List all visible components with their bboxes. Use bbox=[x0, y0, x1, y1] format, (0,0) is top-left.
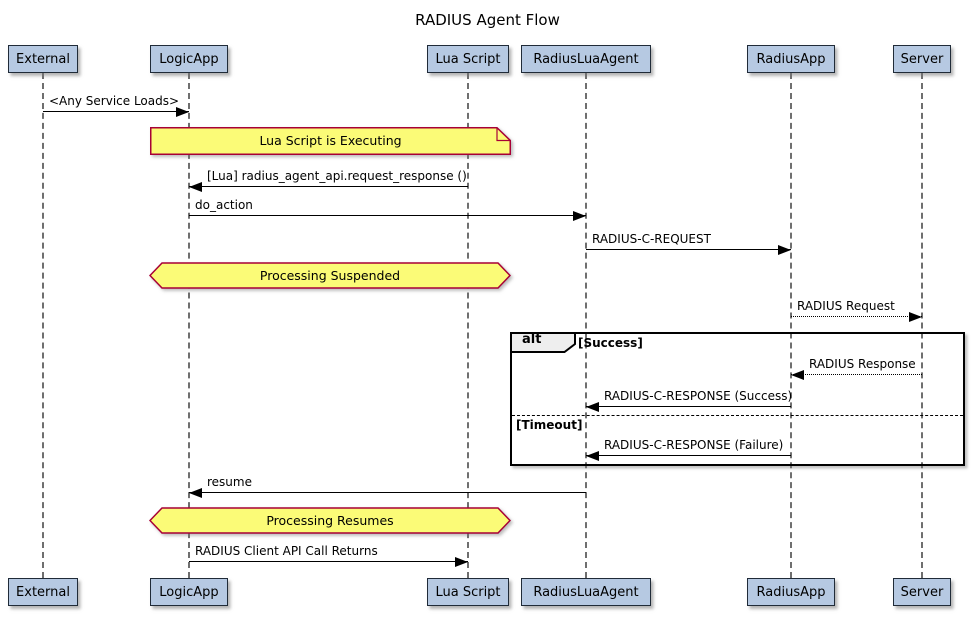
participant-external-top: External bbox=[8, 45, 78, 73]
message-line bbox=[43, 111, 189, 112]
note-shape-icon bbox=[150, 127, 511, 155]
message-label: RADIUS-C-RESPONSE (Success) bbox=[604, 389, 793, 403]
alt-divider bbox=[512, 415, 963, 416]
arrowhead-right-icon bbox=[455, 557, 468, 567]
lifeline-lua-script bbox=[467, 73, 469, 578]
arrowhead-left-icon bbox=[586, 402, 599, 412]
participant-lua-script-top: Lua Script bbox=[427, 45, 509, 73]
lifeline-radiusluaagent bbox=[585, 73, 587, 578]
note-label: Processing Suspended bbox=[259, 267, 401, 283]
message-line bbox=[791, 374, 922, 375]
participant-server-top: Server bbox=[893, 45, 951, 73]
arrowhead-right-icon bbox=[778, 245, 791, 255]
message-label: [Lua] radius_agent_api.request_response … bbox=[207, 169, 467, 183]
participant-lua-script-bottom: Lua Script bbox=[427, 578, 509, 606]
message-line bbox=[189, 215, 586, 216]
participant-radiusapp-bottom: RadiusApp bbox=[747, 578, 835, 606]
arrowhead-left-icon bbox=[791, 370, 804, 380]
participant-radiusluaagent-bottom: RadiusLuaAgent bbox=[521, 578, 651, 606]
arrowhead-right-icon bbox=[176, 107, 189, 117]
message-line bbox=[586, 455, 791, 456]
alt-combined-fragment: alt [Success] [Timeout] bbox=[510, 332, 965, 466]
arrowhead-left-icon bbox=[586, 451, 599, 461]
message-label: RADIUS Client API Call Returns bbox=[195, 544, 378, 558]
diagram-title: RADIUS Agent Flow bbox=[415, 11, 560, 29]
message-line bbox=[189, 561, 468, 562]
participant-server-bottom: Server bbox=[893, 578, 951, 606]
arrowhead-left-icon bbox=[189, 182, 202, 192]
lifeline-logicapp bbox=[188, 73, 190, 578]
participant-radiusluaagent-top: RadiusLuaAgent bbox=[521, 45, 651, 73]
message-line bbox=[586, 406, 791, 407]
participant-logicapp-top: LogicApp bbox=[150, 45, 228, 73]
message-line bbox=[189, 492, 586, 493]
alt-guard-success: [Success] bbox=[578, 336, 643, 350]
note-label: Processing Resumes bbox=[266, 512, 394, 528]
message-label: RADIUS Response bbox=[809, 357, 916, 371]
message-label: RADIUS-C-RESPONSE (Failure) bbox=[604, 438, 784, 452]
participant-logicapp-bottom: LogicApp bbox=[150, 578, 228, 606]
message-label: <Any Service Loads> bbox=[49, 94, 180, 108]
message-label: do_action bbox=[195, 198, 253, 212]
message-label: resume bbox=[207, 475, 252, 489]
lifeline-radiusapp bbox=[790, 73, 792, 578]
message-label: RADIUS Request bbox=[797, 299, 895, 313]
participant-external-bottom: External bbox=[8, 578, 78, 606]
message-line bbox=[791, 316, 922, 317]
lifeline-server bbox=[921, 73, 923, 578]
hexagon-shape-icon bbox=[149, 262, 511, 289]
arrowhead-right-icon bbox=[909, 312, 922, 322]
note-processing-resumes: Processing Resumes bbox=[149, 507, 511, 534]
message-line bbox=[189, 186, 468, 187]
pentagon-shape-icon bbox=[510, 332, 576, 353]
note-lua-script-executing: Lua Script is Executing bbox=[150, 127, 511, 155]
participant-radiusapp-top: RadiusApp bbox=[747, 45, 835, 73]
arrowhead-left-icon bbox=[189, 488, 202, 498]
message-label: RADIUS-C-REQUEST bbox=[592, 232, 711, 246]
alt-operator-label: alt bbox=[522, 332, 542, 347]
hexagon-shape-icon bbox=[149, 507, 511, 534]
arrowhead-right-icon bbox=[573, 211, 586, 221]
note-processing-suspended: Processing Suspended bbox=[149, 262, 511, 289]
alt-guard-timeout: [Timeout] bbox=[516, 418, 583, 432]
note-label: Lua Script is Executing bbox=[259, 133, 402, 148]
alt-operator-pentagon: alt bbox=[510, 332, 577, 353]
message-line bbox=[586, 249, 791, 250]
lifeline-external bbox=[42, 73, 44, 578]
